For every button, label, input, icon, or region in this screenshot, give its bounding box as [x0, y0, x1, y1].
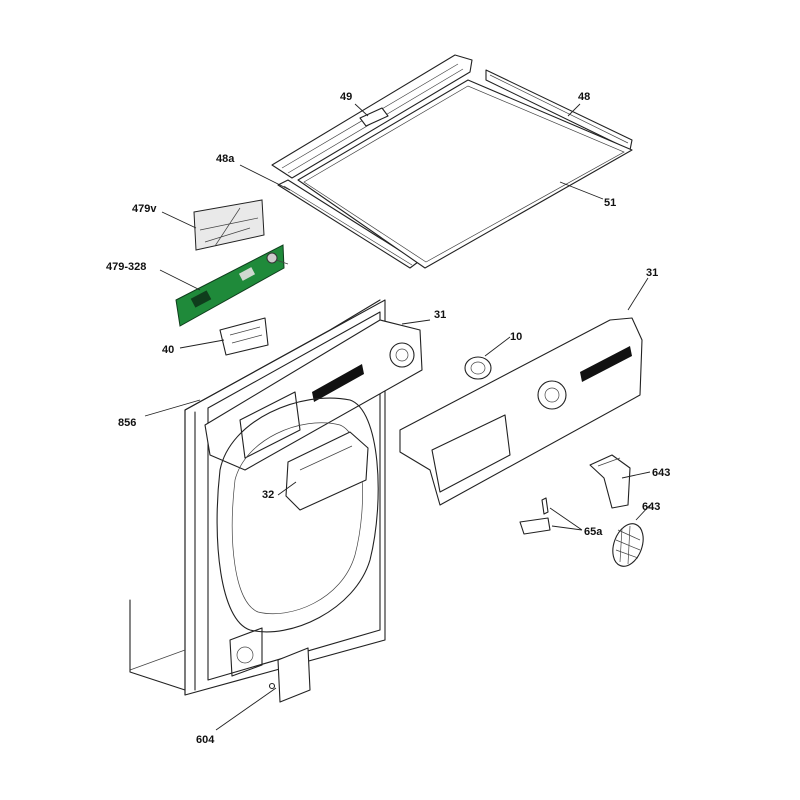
callout-10: 10: [510, 331, 522, 343]
part-51-worktop-panel: [297, 79, 633, 269]
part-65a-door-lock: [519, 497, 551, 535]
part-604-service-flap: [268, 647, 311, 703]
callout-48a: 48a: [216, 153, 235, 165]
part-856-cabinet: [129, 299, 386, 696]
callout-643-top: 643: [652, 467, 670, 479]
part-479-328-control-pcb: [175, 244, 289, 327]
callout-31-right: 31: [646, 267, 658, 279]
part-40-switch-module: [219, 317, 269, 356]
callout-856: 856: [118, 417, 136, 429]
part-49-top-frame: [271, 54, 473, 179]
part-643-handle-cover: [589, 454, 631, 509]
part-32-dispenser-handle: [285, 431, 369, 511]
part-643-grille: [612, 523, 644, 567]
callout-49: 49: [340, 91, 352, 103]
part-10-program-knob: [464, 356, 492, 380]
callout-479v: 479v: [132, 203, 157, 215]
part-31-console-right: [399, 317, 643, 506]
callout-40: 40: [162, 344, 174, 356]
leader-lines: [144, 103, 651, 731]
callout-604: 604: [196, 734, 215, 746]
callout-643-bottom: 643: [642, 501, 660, 513]
pump-filter-area: [229, 627, 263, 677]
callout-32: 32: [262, 489, 274, 501]
callout-31-left: 31: [434, 309, 446, 321]
part-31-console-left: [204, 319, 423, 471]
callout-479-328: 479-328: [106, 261, 146, 273]
callout-65a: 65a: [584, 526, 603, 538]
callout-48: 48: [578, 91, 590, 103]
door-seal-ring: [216, 397, 379, 633]
callout-51: 51: [604, 197, 616, 209]
part-479v-cover: [193, 199, 265, 251]
